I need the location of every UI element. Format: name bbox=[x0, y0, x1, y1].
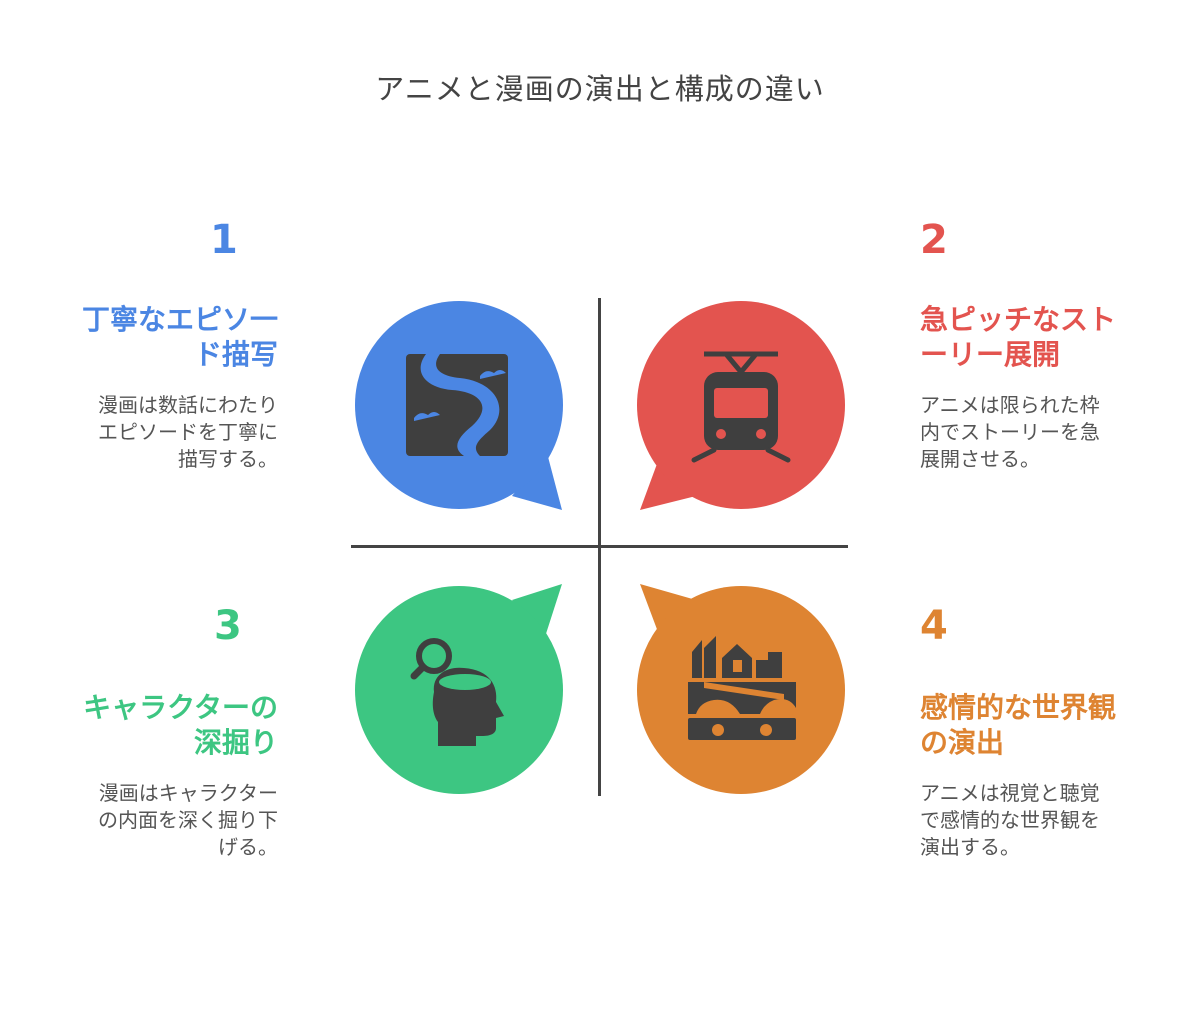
quadrant-3-number: 3 bbox=[214, 603, 242, 649]
quadrant-3-desc-line: げる。 bbox=[218, 835, 278, 859]
quadrant-4-desc-line: で感情的な世界観を bbox=[920, 808, 1100, 832]
quadrant-3-bubble bbox=[352, 578, 574, 800]
quadrant-2-desc-line: 内でストーリーを急 bbox=[920, 420, 1100, 444]
quadrant-1-heading: 丁寧なエピソ一 ド描写 bbox=[28, 302, 278, 372]
quadrant-1-heading-line: 丁寧なエピソ一 bbox=[81, 303, 278, 336]
quadrant-3-desc-line: 漫画はキャラクター bbox=[98, 781, 278, 805]
winding-road-icon bbox=[406, 354, 508, 456]
quadrant-2-heading-line: 急ピッチなスト bbox=[920, 303, 1117, 336]
quadrant-3-heading: キャラクターの 深掘り bbox=[28, 690, 278, 760]
cityscape-icon bbox=[688, 636, 796, 740]
diagram-title: アニメと漫画の演出と構成の違い bbox=[375, 72, 825, 106]
head-magnifier-icon bbox=[410, 638, 504, 746]
quadrant-3-desc-line: の内面を深く掘り下 bbox=[98, 808, 278, 832]
quadrant-3-heading-line: 深掘り bbox=[193, 726, 278, 759]
horizontal-divider bbox=[351, 545, 848, 548]
quadrant-1-desc-line: エピソードを丁寧に bbox=[98, 420, 278, 444]
quadrant-4-heading-line: の演出 bbox=[920, 726, 1005, 759]
quadrant-2-description: アニメは限られた枠 内でストーリーを急 展開させる。 bbox=[920, 392, 1170, 473]
quadrant-2-heading-line: ーリー展開 bbox=[920, 338, 1061, 371]
quadrant-3-heading-line: キャラクターの bbox=[83, 691, 278, 724]
quadrant-2-heading: 急ピッチなスト ーリー展開 bbox=[920, 302, 1180, 372]
train-icon bbox=[691, 351, 791, 463]
quadrant-4-heading: 感情的な世界観 の演出 bbox=[920, 690, 1180, 760]
quadrant-4-number: 4 bbox=[920, 603, 948, 649]
quadrant-4-description: アニメは視覚と聴覚 で感情的な世界観を 演出する。 bbox=[920, 780, 1170, 861]
quadrant-2-desc-line: 展開させる。 bbox=[920, 447, 1040, 471]
quadrant-2-number: 2 bbox=[920, 217, 948, 263]
quadrant-1-number: 1 bbox=[210, 217, 238, 263]
quadrant-4-bubble bbox=[634, 578, 856, 800]
quadrant-4-desc-line: 演出する。 bbox=[920, 835, 1020, 859]
quadrant-2-desc-line: アニメは限られた枠 bbox=[920, 393, 1100, 417]
quadrant-1-desc-line: 描写する。 bbox=[178, 447, 278, 471]
quadrant-2-bubble bbox=[634, 298, 856, 520]
quadrant-1-desc-line: 漫画は数話にわたり bbox=[98, 393, 278, 417]
quadrant-3-description: 漫画はキャラクター の内面を深く掘り下 げる。 bbox=[28, 780, 278, 861]
quadrant-1-heading-line: ド描写 bbox=[193, 338, 278, 371]
quadrant-1-description: 漫画は数話にわたり エピソードを丁寧に 描写する。 bbox=[28, 392, 278, 473]
quadrant-4-desc-line: アニメは視覚と聴覚 bbox=[920, 781, 1100, 805]
quadrant-1-bubble bbox=[352, 298, 574, 520]
quadrant-4-heading-line: 感情的な世界観 bbox=[920, 691, 1117, 724]
